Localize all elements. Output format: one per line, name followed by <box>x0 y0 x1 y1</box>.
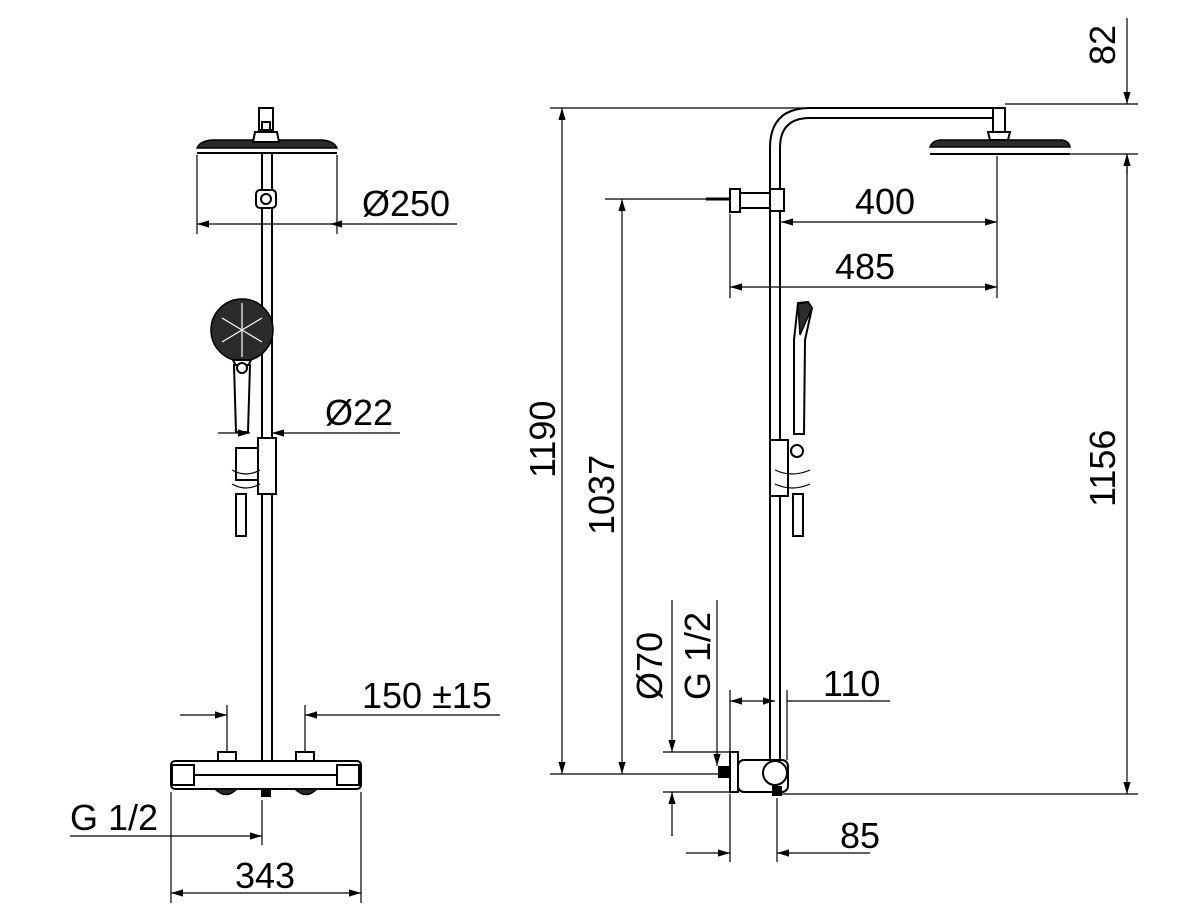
dim-mixer-width: 343 <box>235 855 295 896</box>
dim-inlet-spacing: 150 ±15 <box>362 675 492 716</box>
side-holder <box>769 439 789 497</box>
side-shower-head <box>928 139 1071 148</box>
dim-arm-projection: 400 <box>855 181 915 222</box>
front-dimensions: Ø250 Ø22 150 ±15 G 1/2 343 <box>70 155 500 903</box>
dim-side-thread: G 1/2 <box>677 612 718 700</box>
side-hose-end <box>792 493 804 537</box>
dim-holder-height: 1037 <box>581 455 622 535</box>
side-view <box>706 107 1071 796</box>
side-dimensions: 400 485 1190 1037 Ø70 G 1/2 110 85 <box>522 18 1138 862</box>
dim-total-height: 1190 <box>522 401 563 478</box>
dim-head-center-reach: 485 <box>835 246 895 287</box>
front-hand-shower-handle <box>232 364 252 433</box>
front-hose-end <box>235 493 247 537</box>
front-view <box>170 107 362 797</box>
dim-pipe-diameter: Ø22 <box>325 392 393 433</box>
dim-front-thread: G 1/2 <box>70 797 158 838</box>
dim-head-height: 1156 <box>1082 430 1123 507</box>
dim-head-offset: 82 <box>1082 25 1123 65</box>
side-wall-rosette <box>729 751 739 793</box>
side-wall-bracket <box>729 188 741 213</box>
dim-wall-to-mixer: 85 <box>840 815 880 856</box>
dim-rosette-diameter: Ø70 <box>629 632 670 700</box>
front-holder <box>257 437 277 495</box>
dim-wall-to-pipe: 110 <box>823 663 880 704</box>
front-shower-head <box>195 139 339 149</box>
dim-head-diameter: Ø250 <box>362 183 450 224</box>
